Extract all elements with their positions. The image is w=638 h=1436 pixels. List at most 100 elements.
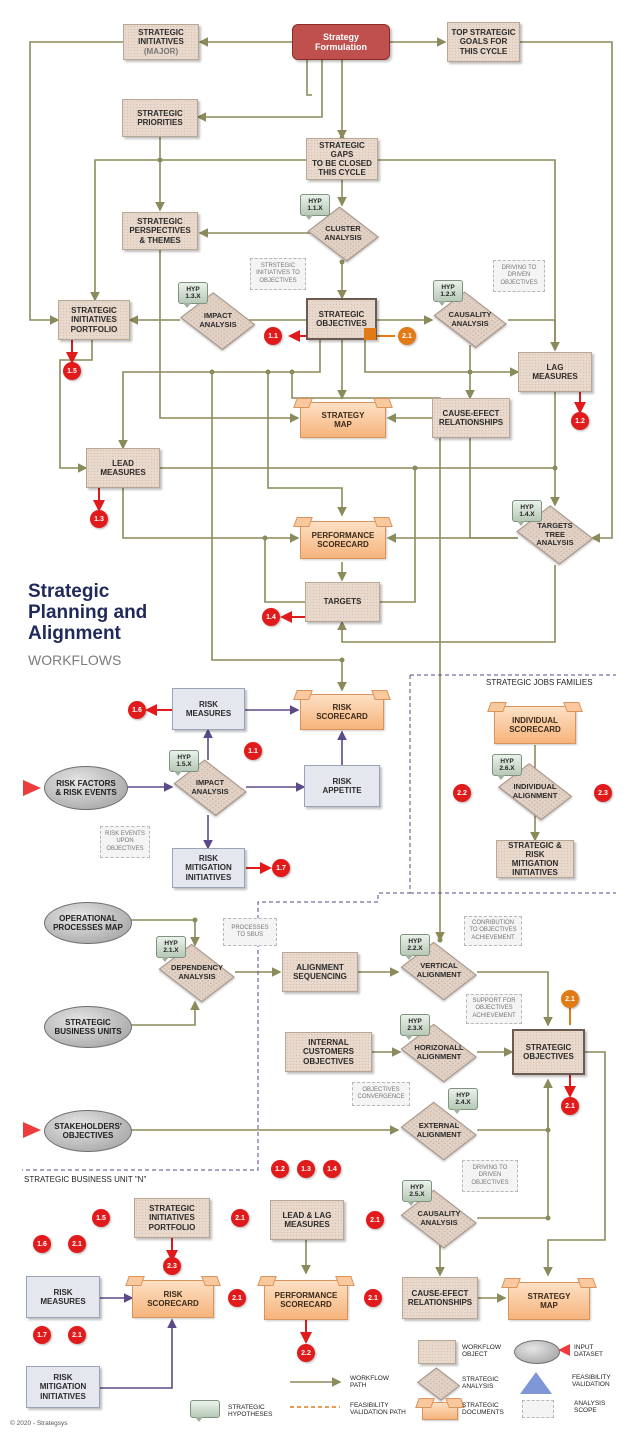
badge-c-2-1-leadlag: 2.1: [366, 1211, 384, 1229]
badge-c-2-1-riskmeasures: 2.1: [68, 1235, 86, 1253]
targets-box: TARGETS: [305, 582, 380, 622]
cluster-analysis-label: CLUSTER ANALYSIS: [324, 223, 362, 242]
badge-c-1-3: 1.3: [297, 1160, 315, 1178]
legend-hypotheses-swatch: [190, 1400, 220, 1422]
badge-c-1-2: 1.2: [271, 1160, 289, 1178]
cause-effect-box: CAUSE-EFECT RELATIONSHIPS: [432, 398, 510, 438]
individual-scorecard-doc: INDIVIDUAL SCORECARD: [494, 706, 576, 744]
badge-2-2-jobs: 2.2: [453, 784, 471, 802]
strategic-initiatives-label: STRATEGIC INITIATIVES: [138, 28, 184, 47]
strategy-formulation-box: Strategy Formulation: [292, 24, 390, 60]
badge-c-2-3: 2.3: [163, 1257, 181, 1275]
risk-appetite-box: RISK APPETITE: [304, 765, 380, 807]
causality-analysis-diamond: CAUSALITY ANALYSIS: [432, 291, 508, 349]
badge-c-2-1-perf: 2.1: [364, 1289, 382, 1307]
legend-feasibility-path: FEASIBILITY VALIDATION PATH: [350, 1402, 406, 1417]
hyp-1-2-badge: HYP 1.2.X: [433, 280, 463, 306]
badge-c-1-5: 1.5: [92, 1209, 110, 1227]
risk-mitigation-box: RISK MITIGATION INITIATIVES: [172, 848, 245, 888]
strategic-priorities-box: STRATEGIC PRIORITIES: [122, 99, 198, 137]
risk-impact-label: IMPACT ANALYSIS: [191, 778, 229, 796]
hyp-2-2-badge: HYP 2.2.X: [400, 934, 430, 960]
legend-workflow-object: WORKFLOW OBJECT: [462, 1344, 501, 1359]
strategic-initiatives-major-box: STRATEGIC INITIATIVES (MAJOR): [123, 24, 199, 60]
badge-1-5: 1.5: [63, 362, 81, 380]
targets-tree-label: TARGETS TREE ANALYSIS: [536, 521, 574, 548]
perspectives-themes-box: STRATEGIC PERSPECTIVES & THEMES: [122, 212, 198, 250]
risk-measures-box: RISK MEASURES: [172, 688, 245, 730]
legend-analysis-scope-swatch: [522, 1400, 554, 1418]
note-driving-to-driven: DRIVING TO DRIVEN OBJECTIVES: [493, 260, 545, 292]
feasibility-validation-square: [364, 328, 376, 340]
sbu-objectives-box: STRATEGIC OBJECTIVES: [512, 1029, 585, 1075]
sbu-risk-mitigation-box: RISK MITIGATION INITIATIVES: [26, 1366, 100, 1408]
badge-1-7: 1.7: [272, 859, 290, 877]
legend-strategic-analysis-swatch: [417, 1367, 461, 1401]
legend-workflow-path: WORKFLOW PATH: [350, 1375, 389, 1390]
legend-workflow-object-swatch: [418, 1340, 456, 1364]
horizontal-alignment-diamond: HORIZONALL ALIGNMENT: [400, 1023, 478, 1083]
vertical-alignment-label: VERTICAL ALIGNMENT: [416, 961, 462, 979]
badge-c-1-7: 1.7: [33, 1326, 51, 1344]
legend-strategic-documents-swatch: [422, 1402, 458, 1420]
section-jobs-families: STRATEGIC JOBS FAMILIES: [486, 678, 593, 687]
note-risk-events: RISK EVENTS UPON OBJECTIVES: [100, 826, 150, 858]
hyp-2-3-badge: HYP 2.3.X: [400, 1014, 430, 1040]
impact-analysis-diamond: IMPACT ANALYSIS: [180, 292, 256, 350]
badge-2-1-orange-sbu: 2.1: [561, 990, 579, 1008]
sbu-risk-scorecard-doc: RISK SCORECARD: [132, 1280, 214, 1318]
performance-scorecard-doc: PERFORMANCE SCORECARD: [300, 521, 386, 559]
stakeholders-ellipse: STAKEHOLDERS' OBJECTIVES: [44, 1110, 132, 1152]
alignment-sequencing-box: ALIGNMENT SEQUENCING: [282, 952, 358, 992]
hyp-2-4-badge: HYP 2.4.X: [448, 1088, 478, 1114]
badge-c-2-1-mitigation: 2.1: [68, 1326, 86, 1344]
top-goals-box: TOP STRATEGIC GOALS FOR THIS CYCLE: [447, 22, 520, 62]
operational-processes-ellipse: OPERATIONAL PROCESSES MAP: [44, 902, 132, 944]
badge-c-2-1-portfolio: 2.1: [231, 1209, 249, 1227]
vertical-alignment-diamond: VERTICAL ALIGNMENT: [400, 941, 478, 1001]
legend-strategic-hypotheses: STRATEGIC HYPOTHESES: [228, 1404, 273, 1419]
badge-1-1-risk: 1.1: [244, 742, 262, 760]
badge-1-3: 1.3: [90, 510, 108, 528]
legend-input-arrow-icon: [558, 1344, 570, 1356]
badge-c-2-1-riskscore: 2.1: [228, 1289, 246, 1307]
hyp-2-6-badge: HYP 2.6.X: [492, 754, 522, 780]
note-convergence: OBJECTIVES CONVERGENCE: [352, 1082, 410, 1106]
legend-analysis-scope: ANALYSIS SCOPE: [574, 1400, 606, 1415]
badge-1-6: 1.6: [128, 701, 146, 719]
dependency-analysis-label: DEPENDENCY ANALYSIS: [170, 963, 224, 981]
strategic-gaps-box: STRATEGIC GAPS TO BE CLOSED THIS CYCLE: [306, 138, 378, 180]
badge-c-2-2: 2.2: [297, 1344, 315, 1362]
strategy-map-doc: STRATEGY MAP: [300, 402, 386, 438]
external-alignment-label: EXTERNAL ALIGNMENT: [416, 1121, 462, 1139]
strategic-risk-mitigation-box: STRATEGIC & RISK MITIGATION INITIATIVES: [496, 840, 574, 878]
hyp-1-3-badge: HYP 1.3.X: [178, 282, 208, 308]
badge-1-2: 1.2: [571, 412, 589, 430]
risk-scorecard-doc: RISK SCORECARD: [300, 694, 384, 730]
initiatives-portfolio-box: STRATEGIC INITIATIVES PORTFOLIO: [58, 300, 130, 340]
external-alignment-diamond: EXTERNAL ALIGNMENT: [400, 1101, 478, 1161]
hyp-2-5-badge: HYP 2.5.X: [402, 1180, 432, 1206]
hyp-1-4-badge: HYP 1.4.X: [512, 500, 542, 526]
page-subtitle: WORKFLOWS: [28, 652, 122, 668]
risk-factors-arrow: [23, 780, 41, 796]
major-label: (MAJOR): [143, 46, 179, 56]
badge-c-1-6: 1.6: [33, 1235, 51, 1253]
badge-2-1-sbu: 2.1: [561, 1097, 579, 1115]
risk-impact-diamond: IMPACT ANALYSIS: [172, 759, 248, 817]
sbu-causality-diamond: CAUSALITY ANALYSIS: [400, 1189, 478, 1249]
badge-1-1: 1.1: [264, 327, 282, 345]
legend-input-dataset: INPUT DATASET: [574, 1344, 604, 1359]
sbu-lead-lag-box: LEAD & LAG MEASURES: [270, 1200, 344, 1240]
badge-2-1-orange: 2.1: [398, 327, 416, 345]
section-sbu-n: STRATEGIC BUSINESS UNIT "N": [24, 1175, 147, 1184]
stakeholders-arrow: [23, 1122, 41, 1138]
hyp-1-5-badge: HYP 1.5.X: [169, 750, 199, 776]
note-driving-to-driven-sbu: DRIVING TO DRIVEN OBJECTIVES: [462, 1160, 518, 1192]
note-contribution: CONRIBUTION TO OBJECTIVES ACHIEVEMENT: [464, 916, 522, 946]
hyp-2-1-badge: HYP 2.1.X: [156, 936, 186, 962]
sbu-risk-measures-box: RISK MEASURES: [26, 1276, 100, 1318]
targets-tree-diamond: TARGETS TREE ANALYSIS: [516, 505, 594, 565]
legend-strategic-analysis: STRATEGIC ANALYSIS: [462, 1376, 499, 1391]
